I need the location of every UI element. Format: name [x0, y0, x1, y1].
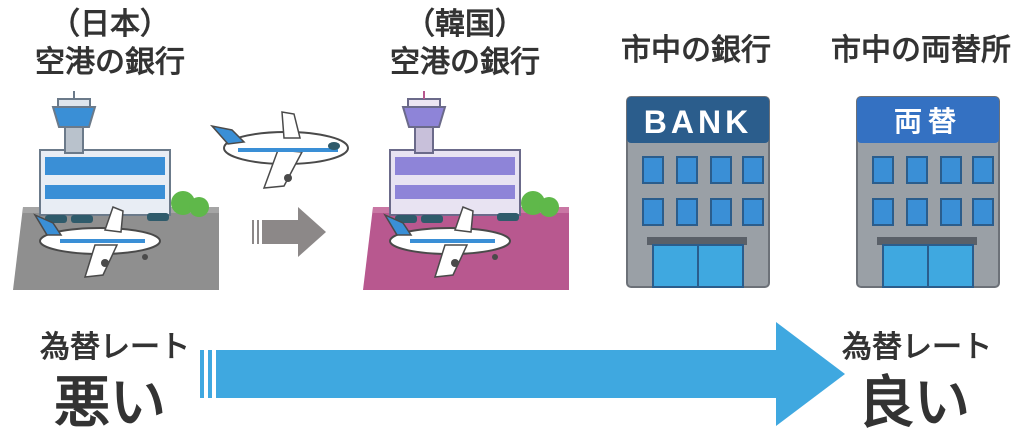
bank-building-illustration: BANK — [626, 96, 770, 288]
rate-left-caption: 為替レート — [40, 330, 190, 365]
rate-right-value: 良い — [858, 371, 970, 436]
label-japan-line1: （日本） — [50, 7, 170, 42]
bank-sign-text: BANK — [644, 104, 752, 140]
label-city-exchange-text: 市中の両替所 — [831, 33, 1011, 68]
rate-left-value: 悪い — [54, 371, 166, 436]
label-korea-airport-bank: （韓国） 空港の銀行 — [365, 6, 565, 82]
rate-direction-arrow-icon — [200, 322, 845, 426]
exchange-building-illustration: 両替 — [856, 96, 1000, 288]
rate-right-caption: 為替レート — [842, 330, 992, 365]
label-city-bank-text: 市中の銀行 — [621, 33, 771, 68]
flying-plane-icon — [209, 111, 349, 189]
label-city-exchange: 市中の両替所 — [818, 32, 1024, 70]
label-japan-airport-bank: （日本） 空港の銀行 — [10, 6, 210, 82]
transfer-arrow-icon — [252, 207, 326, 257]
label-korea-line2: 空港の銀行 — [390, 45, 540, 80]
japan-airport-illustration — [13, 91, 219, 290]
korea-airport-illustration — [363, 91, 569, 290]
exchange-sign-text: 両替 — [894, 105, 962, 138]
label-japan-line2: 空港の銀行 — [35, 45, 185, 80]
label-city-bank: 市中の銀行 — [596, 32, 796, 70]
label-korea-line1: （韓国） — [405, 7, 525, 42]
